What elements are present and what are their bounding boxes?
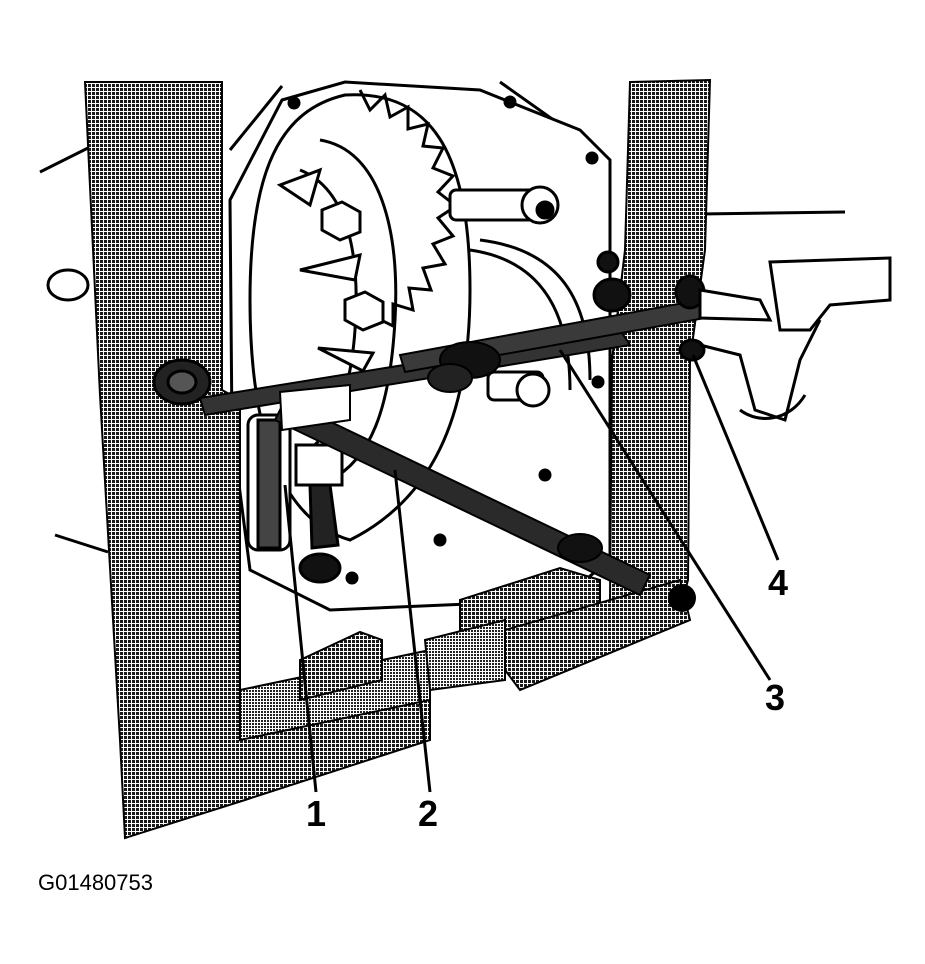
crank-bolts — [448, 185, 592, 408]
callout-leader-lines — [283, 349, 780, 793]
left-frame-beam — [83, 81, 431, 840]
callout-1: 1 — [306, 793, 327, 834]
clamp-post — [152, 358, 344, 584]
figure-id: G01480753 — [38, 870, 153, 895]
pressure-plate-bolts — [276, 167, 385, 373]
callout-4: 4 — [768, 562, 789, 603]
callout-3: 3 — [765, 677, 786, 718]
adjuster-bracket — [592, 250, 892, 422]
callout-2: 2 — [418, 793, 439, 834]
tool-rods — [198, 298, 707, 597]
holding-tool-blocks — [423, 566, 696, 692]
